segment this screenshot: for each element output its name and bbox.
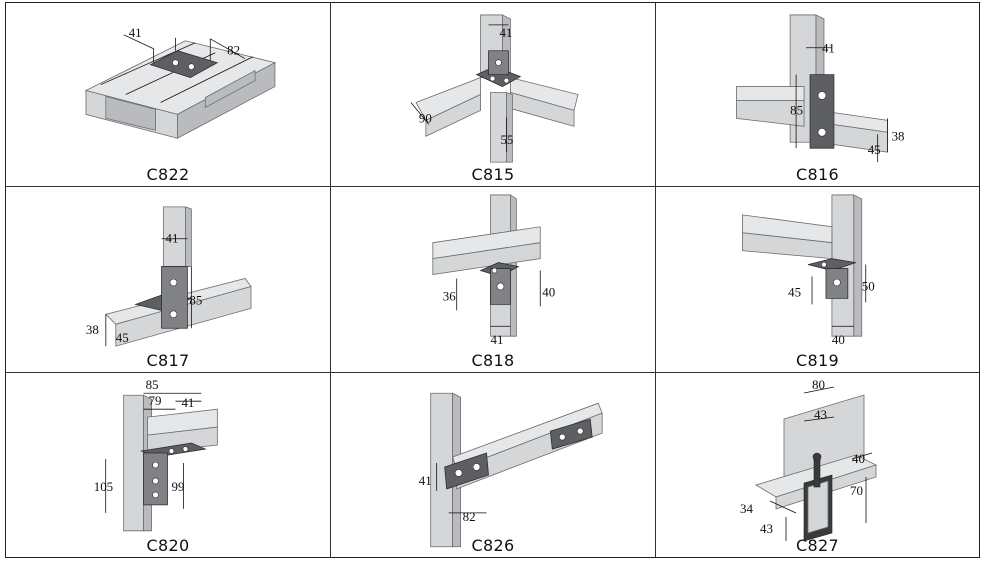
c818-illustration: 36 40 41	[432, 194, 555, 347]
c816-dim-1: 85	[790, 102, 803, 117]
c826-illustration: 41 82	[419, 392, 603, 548]
c815-illustration: 41 90 55	[410, 14, 579, 163]
c827-dim-0: 80	[812, 377, 825, 392]
product-code: C819	[796, 351, 839, 370]
c815-dim-0: 41	[499, 25, 512, 40]
c820-illustration: 85 79 41 105 99	[94, 377, 218, 532]
c827-dim-4: 70	[850, 483, 863, 498]
product-code: C817	[146, 351, 190, 370]
product-cell-c819: 45 50 40 C819	[656, 187, 979, 373]
product-code: C816	[796, 165, 839, 184]
c827-dim-3: 34	[740, 501, 754, 516]
product-code: C818	[471, 351, 515, 370]
product-code: C826	[471, 536, 515, 555]
c815-dim-2: 55	[500, 132, 513, 147]
c816-dim-3: 45	[868, 142, 881, 157]
c819-illustration: 45 50 40	[742, 194, 875, 347]
c816-illustration: 41 85 38 45	[736, 14, 905, 163]
product-cell-c820: 85 79 41 105 99 C820	[6, 373, 331, 557]
product-cell-c818: 36 40 41 C818	[331, 187, 656, 373]
c820-dim-1: 79	[149, 393, 162, 408]
c826-dim-1: 82	[463, 509, 476, 524]
product-cell-c827: 80 43 40 34 70 43 C827	[656, 373, 979, 557]
product-cell-c816: 41 85 38 45 C816	[656, 3, 979, 187]
c822-dim-0: 41	[129, 25, 142, 40]
c820-dim-0: 85	[146, 377, 159, 392]
c818-dim-2: 41	[491, 332, 504, 347]
c827-dim-5: 43	[760, 521, 773, 536]
c818-dim-0: 36	[443, 288, 456, 303]
c820-dim-4: 99	[171, 479, 184, 494]
c820-dim-2: 41	[181, 395, 194, 410]
product-code: C822	[146, 165, 190, 184]
product-cell-c826: 41 82 C826	[331, 373, 656, 557]
c817-illustration: 41 85 38 45	[86, 206, 252, 347]
c817-dim-2: 38	[86, 322, 99, 337]
c817-dim-1: 85	[189, 292, 202, 307]
c815-dim-1: 90	[419, 110, 432, 125]
product-cell-c815: 41 90 55 C815	[331, 3, 656, 187]
c820-dim-3: 105	[94, 479, 113, 494]
c819-dim-1: 50	[862, 278, 875, 293]
c819-dim-0: 45	[788, 284, 801, 299]
c822-dim-1: 82	[227, 43, 240, 58]
product-code: C815	[471, 165, 515, 184]
c826-dim-0: 41	[419, 473, 432, 488]
c816-dim-0: 41	[822, 41, 835, 56]
product-cell-c817: 41 85 38 45 C817	[6, 187, 331, 373]
c822-illustration: 41 82	[84, 25, 277, 139]
product-cell-c822: 41 82 C822	[6, 3, 331, 187]
c817-dim-0: 41	[166, 231, 179, 246]
product-grid: 41 82 C822 41 90 55 C815	[5, 2, 980, 558]
c819-dim-2: 40	[832, 332, 845, 347]
product-code: C820	[146, 536, 190, 555]
c818-dim-1: 40	[542, 284, 555, 299]
c827-dim-2: 40	[852, 451, 865, 466]
c827-dim-1: 43	[814, 407, 827, 422]
c827-illustration: 80 43 40 34 70 43	[740, 377, 878, 542]
product-code: C827	[796, 536, 839, 555]
c816-dim-2: 38	[892, 128, 905, 143]
c817-dim-3: 45	[116, 330, 129, 345]
